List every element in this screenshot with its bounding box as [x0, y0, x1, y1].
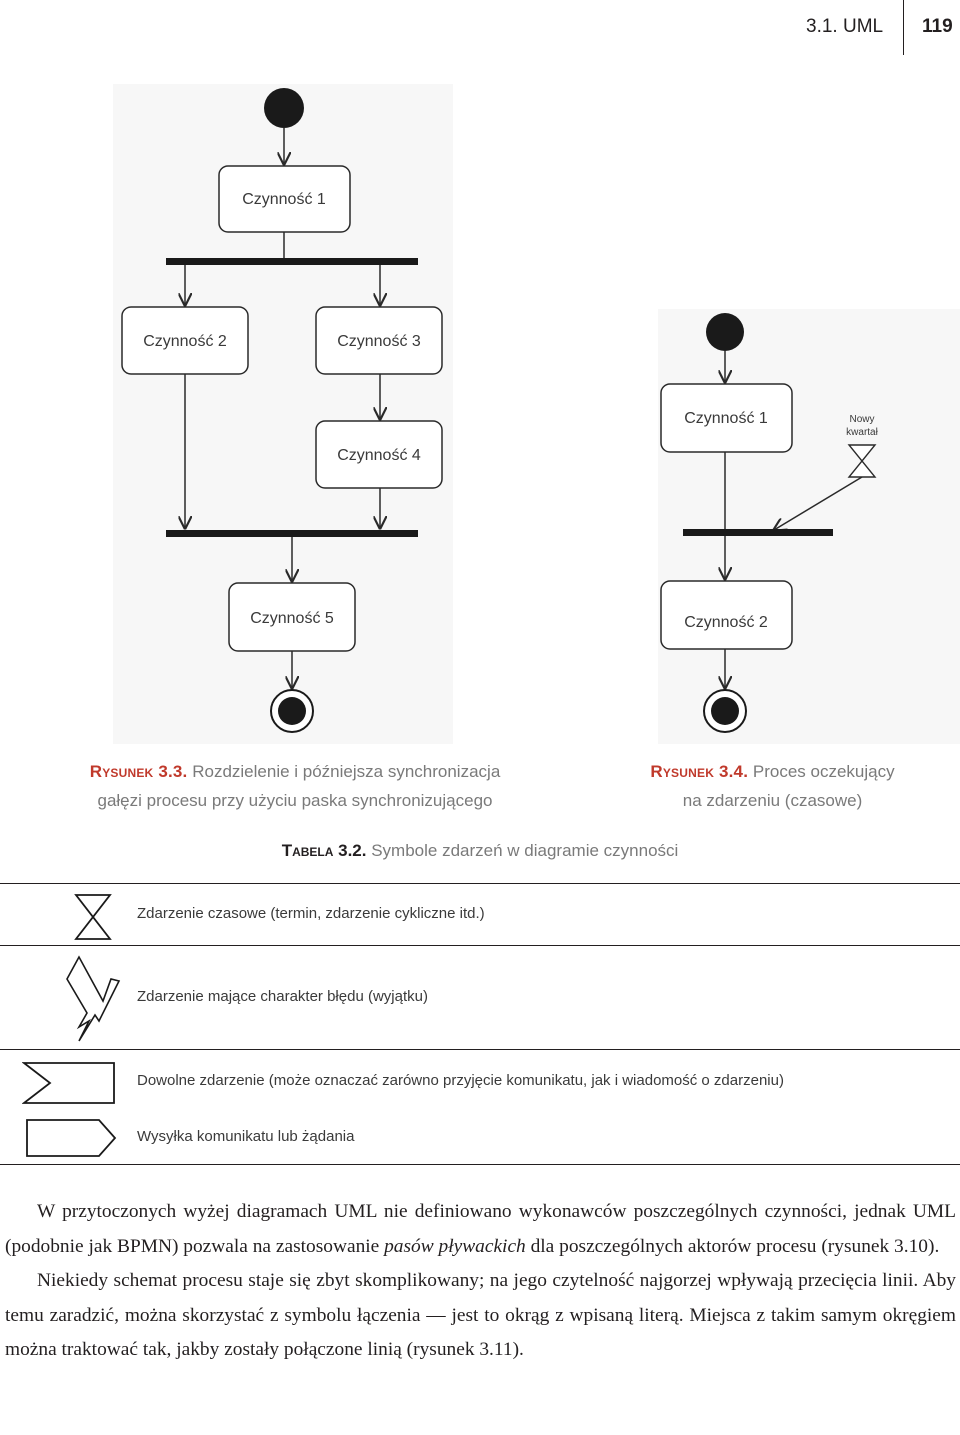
figure-3-3-caption-line-2: gałęzi procesu przy użyciu paska synchro… [97, 791, 493, 810]
body-paragraph-1: W przytoczonych wyżej diagramach UML nie… [5, 1195, 956, 1264]
table-row-text: Wysyłka komunikatu lub żądania [137, 1128, 355, 1145]
body-paragraph-1-part-1: W przytoczonych wyżej diagramach UML nie… [5, 1201, 956, 1257]
start-node [264, 88, 304, 128]
activity-label-1: Czynność 1 [684, 410, 768, 427]
page-number: 119 [922, 16, 953, 37]
activity-label-2: Czynność 2 [684, 614, 768, 631]
accept-event-icon [22, 1062, 115, 1104]
hourglass-icon [74, 894, 112, 940]
table-bottom-rule [0, 1164, 960, 1165]
figure-3-4-caption-label: Rysunek 3.4. [650, 762, 749, 781]
figure-3-4-caption-line-1: Proces oczekujący [752, 762, 895, 781]
activity-label-5: Czynność 5 [250, 610, 334, 627]
table-row-divider [0, 1049, 960, 1050]
activity-label-3: Czynność 3 [337, 333, 421, 350]
figure-background [658, 309, 960, 744]
activity-node-2 [660, 580, 793, 650]
hourglass-icon [847, 444, 877, 478]
activity-node-4 [315, 420, 443, 489]
figure-3-4-caption: Rysunek 3.4. Proces oczekujący na zdarze… [600, 757, 945, 815]
table-row-divider [0, 945, 960, 946]
join-bar [683, 529, 833, 536]
lightning-icon [66, 955, 121, 1042]
activity-label-4: Czynność 4 [337, 447, 421, 464]
body-paragraph-1-part-2: dla poszczególnych aktorów procesu (rysu… [525, 1235, 940, 1257]
table-3-2-label: Tabela 3.2. [281, 841, 367, 860]
start-node [706, 313, 744, 351]
event-label-line-2: kwartał [846, 427, 878, 438]
event-label-line-1: Nowy [849, 414, 874, 425]
figure-3-3: Czynność 1 Czynność 2 Czynność 3 Czynnoś… [113, 84, 453, 744]
body-text: W przytoczonych wyżej diagramach UML nie… [5, 1195, 956, 1368]
table-row-text: Dowolne zdarzenie (może oznaczać zarówno… [137, 1072, 784, 1089]
activity-node-3 [315, 306, 443, 375]
table-row-text: Zdarzenie czasowe (termin, zdarzenie cyk… [137, 905, 485, 922]
join-bar [166, 530, 418, 537]
body-paragraph-1-italic: pasów pływackich [384, 1235, 526, 1257]
figure-3-3-caption-line-1: Rozdzielenie i późniejsza synchronizacja [192, 762, 501, 781]
running-head-divider [903, 0, 904, 55]
activity-node-1 [660, 383, 793, 453]
table-row-text: Zdarzenie mające charakter błędu (wyjątk… [137, 988, 428, 1005]
figure-3-4: Czynność 1 Nowy kwartał Czynność 2 [658, 309, 960, 744]
activity-label-2: Czynność 2 [143, 333, 227, 350]
end-node-core [278, 697, 306, 725]
body-paragraph-2: Niekiedy schemat procesu staje się zbyt … [5, 1270, 956, 1360]
running-head-section: 3.1. UML [806, 16, 884, 37]
activity-label-1: Czynność 1 [242, 191, 326, 208]
table-3-2-title: Symbole zdarzeń w diagramie czynności [371, 841, 679, 860]
figure-3-4-diagram: Czynność 1 Nowy kwartał Czynność 2 [658, 309, 960, 744]
figure-3-4-caption-line-2: na zdarzeniu (czasowe) [682, 791, 863, 810]
table-3-2-caption: Tabela 3.2. Symbole zdarzeń w diagramie … [0, 841, 960, 861]
fork-bar [166, 258, 418, 265]
end-node-core [711, 697, 739, 725]
figure-3-3-diagram: Czynność 1 Czynność 2 Czynność 3 Czynnoś… [113, 84, 453, 744]
table-top-rule [0, 883, 960, 884]
figure-3-3-caption: Rysunek 3.3. Rozdzielenie i późniejsza s… [40, 757, 550, 815]
send-signal-icon [26, 1119, 117, 1157]
figure-3-3-caption-label: Rysunek 3.3. [89, 762, 188, 781]
